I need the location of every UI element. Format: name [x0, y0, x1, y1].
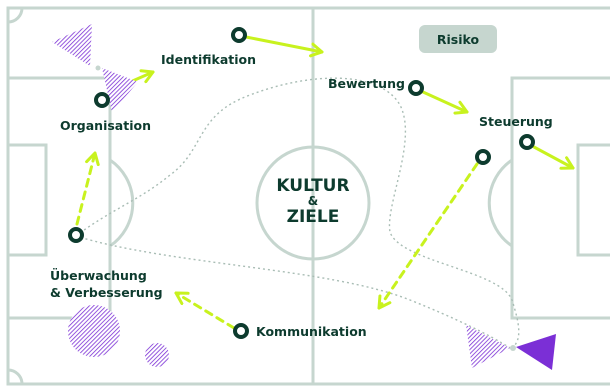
right-penalty-arc: [487, 158, 513, 248]
bowtie-bottom-right-b: [516, 334, 556, 370]
arrows: [75, 35, 575, 330]
label-bewertung: Bewertung: [328, 76, 405, 91]
dotted-path-loop: [75, 77, 520, 349]
labels: Identifikation Organisation Bewertung St…: [50, 52, 553, 339]
center-line2: &: [308, 194, 318, 208]
dotted-paths: [75, 77, 520, 349]
arrow-ueberwachung-up: [75, 151, 100, 226]
dotted-path-bottom: [75, 235, 511, 349]
bowtie-top-left-a: [52, 24, 92, 66]
risiko-badge-bg: [419, 25, 497, 53]
node-steuerung-second: [475, 149, 491, 165]
label-identifikation: Identifikation: [161, 52, 256, 67]
big-circle-bottom-left: [68, 305, 120, 357]
right-goal-area: [576, 143, 610, 257]
label-ueberwachung-line1: Überwachung: [50, 268, 147, 283]
center-circle: [255, 145, 371, 261]
arrow-identifikation: [244, 35, 324, 58]
risiko-badge: Risiko: [419, 25, 497, 53]
bowtie-bottom-right-knot: [510, 345, 516, 351]
node-steuerung: [519, 134, 535, 150]
arrow-bewertung: [421, 90, 469, 115]
node-kommunikation: [233, 323, 249, 339]
bowtie-top-left-knot: [95, 65, 101, 71]
label-organisation: Organisation: [60, 118, 151, 133]
node-organisation: [94, 92, 110, 108]
pitch-lines: [6, 6, 610, 386]
label-ueberwachung-line2: & Verbesserung: [50, 285, 163, 300]
node-identifikation: [231, 27, 247, 43]
risiko-badge-text: Risiko: [437, 32, 480, 47]
center-text: KULTUR & ZIELE: [276, 176, 349, 227]
corner-arc-bottom-left: [7, 368, 24, 385]
right-penalty-area: [510, 76, 610, 320]
bowtie-bottom-right-a: [466, 325, 510, 368]
bowtie-top-left-b: [102, 68, 138, 112]
label-kommunikation: Kommunikation: [256, 324, 367, 339]
corner-arc-top-left: [7, 7, 24, 24]
node-bewertung: [408, 80, 424, 96]
left-goal-area: [6, 143, 48, 257]
left-penalty-arc: [109, 158, 135, 248]
purple-decorations: [52, 24, 556, 370]
small-circle-bottom-left: [145, 343, 169, 367]
arrow-steuerung: [532, 145, 575, 170]
center-line1: KULTUR: [276, 176, 349, 196]
arrow-kommunikation: [174, 291, 236, 330]
nodes: [68, 27, 535, 339]
arrow-steuerung-down: [377, 162, 479, 310]
label-steuerung: Steuerung: [479, 114, 553, 129]
center-line3: ZIELE: [287, 207, 340, 227]
node-ueberwachung: [68, 227, 84, 243]
